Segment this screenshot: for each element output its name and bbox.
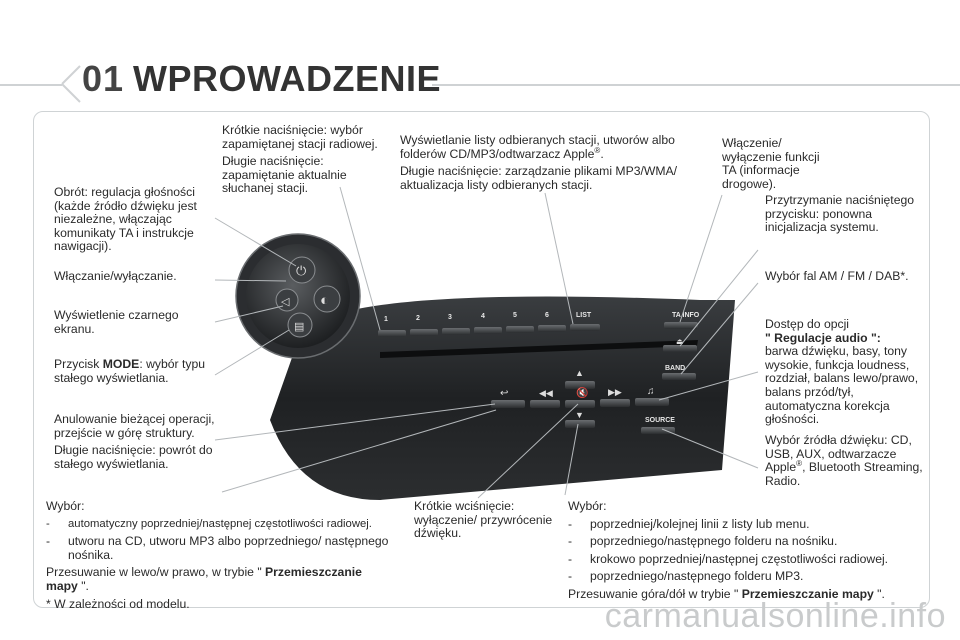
preset-label-5: 5 — [513, 312, 517, 319]
header-chevron — [61, 65, 81, 103]
down-arrow-icon: ▼ — [575, 410, 584, 420]
mute-button[interactable] — [565, 400, 595, 408]
power-button[interactable] — [288, 256, 316, 284]
black-screen-description: Wyświetlenie czarnego ekranu. — [54, 308, 179, 336]
preset-label-6: 6 — [545, 312, 549, 319]
dark-button[interactable] — [313, 285, 341, 313]
band-description: Wybór fal AM / FM / DAB*. — [765, 269, 909, 283]
list-item: -krokowo poprzedniej/następnej częstotli… — [568, 551, 889, 566]
mute-icon: 🔇 — [576, 386, 588, 399]
mode-description: Przycisk MODE: wybór typu stałego wyświe… — [54, 357, 206, 385]
content-frame — [33, 111, 930, 608]
back-button[interactable] — [491, 400, 525, 408]
list-item: -poprzedniego/następnego folderu MP3. — [568, 569, 804, 584]
ta-info-button[interactable] — [664, 322, 698, 329]
back-icon: ↩ — [500, 388, 508, 399]
band-label: BAND — [665, 365, 685, 372]
next-button[interactable] — [600, 399, 630, 407]
preset-label-2: 2 — [416, 315, 420, 322]
eject-icon: ⏏ — [676, 337, 684, 346]
list-button[interactable] — [570, 324, 600, 331]
audio-settings-button[interactable] — [635, 398, 669, 406]
preset-button-3[interactable] — [442, 328, 470, 335]
preset-description: Krótkie naciśnięcie: wybór zapamiętanej … — [222, 123, 378, 196]
mute-button-knob[interactable] — [275, 288, 299, 312]
display-slot — [380, 340, 698, 358]
list-item: -utworu na CD, utworu MP3 albo poprzedni… — [46, 534, 389, 562]
half-circle-icon: ◐ — [320, 292, 329, 309]
ta-description: Włączenie/ wyłączenie funkcji TA (inform… — [722, 136, 820, 191]
band-button[interactable] — [662, 373, 696, 380]
ta-info-label: TA INFO — [672, 312, 700, 319]
prev-button[interactable] — [530, 400, 560, 408]
list-description: Wyświetlanie listy odbieranych stacji, u… — [400, 133, 678, 192]
watermark: carmanualsonline.info — [604, 597, 946, 635]
mode-icon: ▤ — [294, 321, 304, 333]
mode-button[interactable] — [287, 312, 313, 338]
preset-button-2[interactable] — [410, 329, 438, 336]
navigation-description: Wybór: -poprzedniej/kolejnej linii z lis… — [568, 499, 923, 606]
list-label: LIST — [576, 312, 592, 319]
speaker-icon: ◁ — [281, 296, 290, 308]
reset-description: Przytrzymanie naciśniętego przycisku: po… — [765, 193, 915, 235]
source-label: SOURCE — [645, 417, 675, 424]
preset-button-4[interactable] — [474, 327, 502, 334]
preset-label-3: 3 — [448, 314, 452, 321]
preset-button-6[interactable] — [538, 325, 566, 332]
rewind-icon: ◀◀ — [539, 388, 553, 398]
music-note-icon: ♫ — [647, 386, 655, 397]
header-line-right — [432, 84, 960, 86]
up-arrow-icon: ▲ — [575, 368, 584, 378]
mute-description: Krótkie wciśnięcie: wyłączenie/ przywróc… — [414, 499, 553, 541]
up-button[interactable] — [565, 381, 595, 389]
source-description: Wybór źródła dźwięku: CD, USB, AUX, odtw… — [765, 433, 923, 488]
back-description: Anulowanie bieżącej operacji, przejście … — [54, 412, 215, 471]
preset-button-5[interactable] — [506, 326, 534, 333]
list-item: -poprzedniej/kolejnej linii z listy lub … — [568, 516, 810, 531]
source-button[interactable] — [641, 427, 675, 434]
list-item: -automatyczny poprzedniej/następnej częs… — [46, 517, 372, 530]
down-button[interactable] — [565, 420, 595, 428]
preset-button-1[interactable] — [378, 330, 406, 337]
preset-row: 1 2 3 4 5 6 LIST TA INFO — [378, 312, 700, 337]
header-line-left — [0, 84, 62, 86]
page-title: WPROWADZENIE — [133, 58, 441, 99]
knob-disc — [246, 244, 350, 348]
page-number: 01 — [82, 58, 125, 99]
preset-label-1: 1 — [384, 316, 388, 323]
preset-label-4: 4 — [481, 313, 485, 320]
callout-lines — [214, 186, 759, 499]
power-description: Włączanie/wyłączanie. — [54, 269, 177, 283]
audio-description: Dostęp do opcji " Regulacje audio ": bar… — [765, 317, 919, 427]
eject-button[interactable] — [663, 345, 697, 352]
power-icon: ⏻ — [296, 263, 306, 278]
rotation-description: Obrót: regulacja głośności (każde źródło… — [54, 185, 197, 254]
forward-icon: ▶▶ — [608, 387, 622, 397]
list-item: -poprzedniego/następnego folderu na nośn… — [568, 534, 838, 549]
seek-description: Wybór: -automatyczny poprzedniej/następn… — [46, 499, 396, 615]
